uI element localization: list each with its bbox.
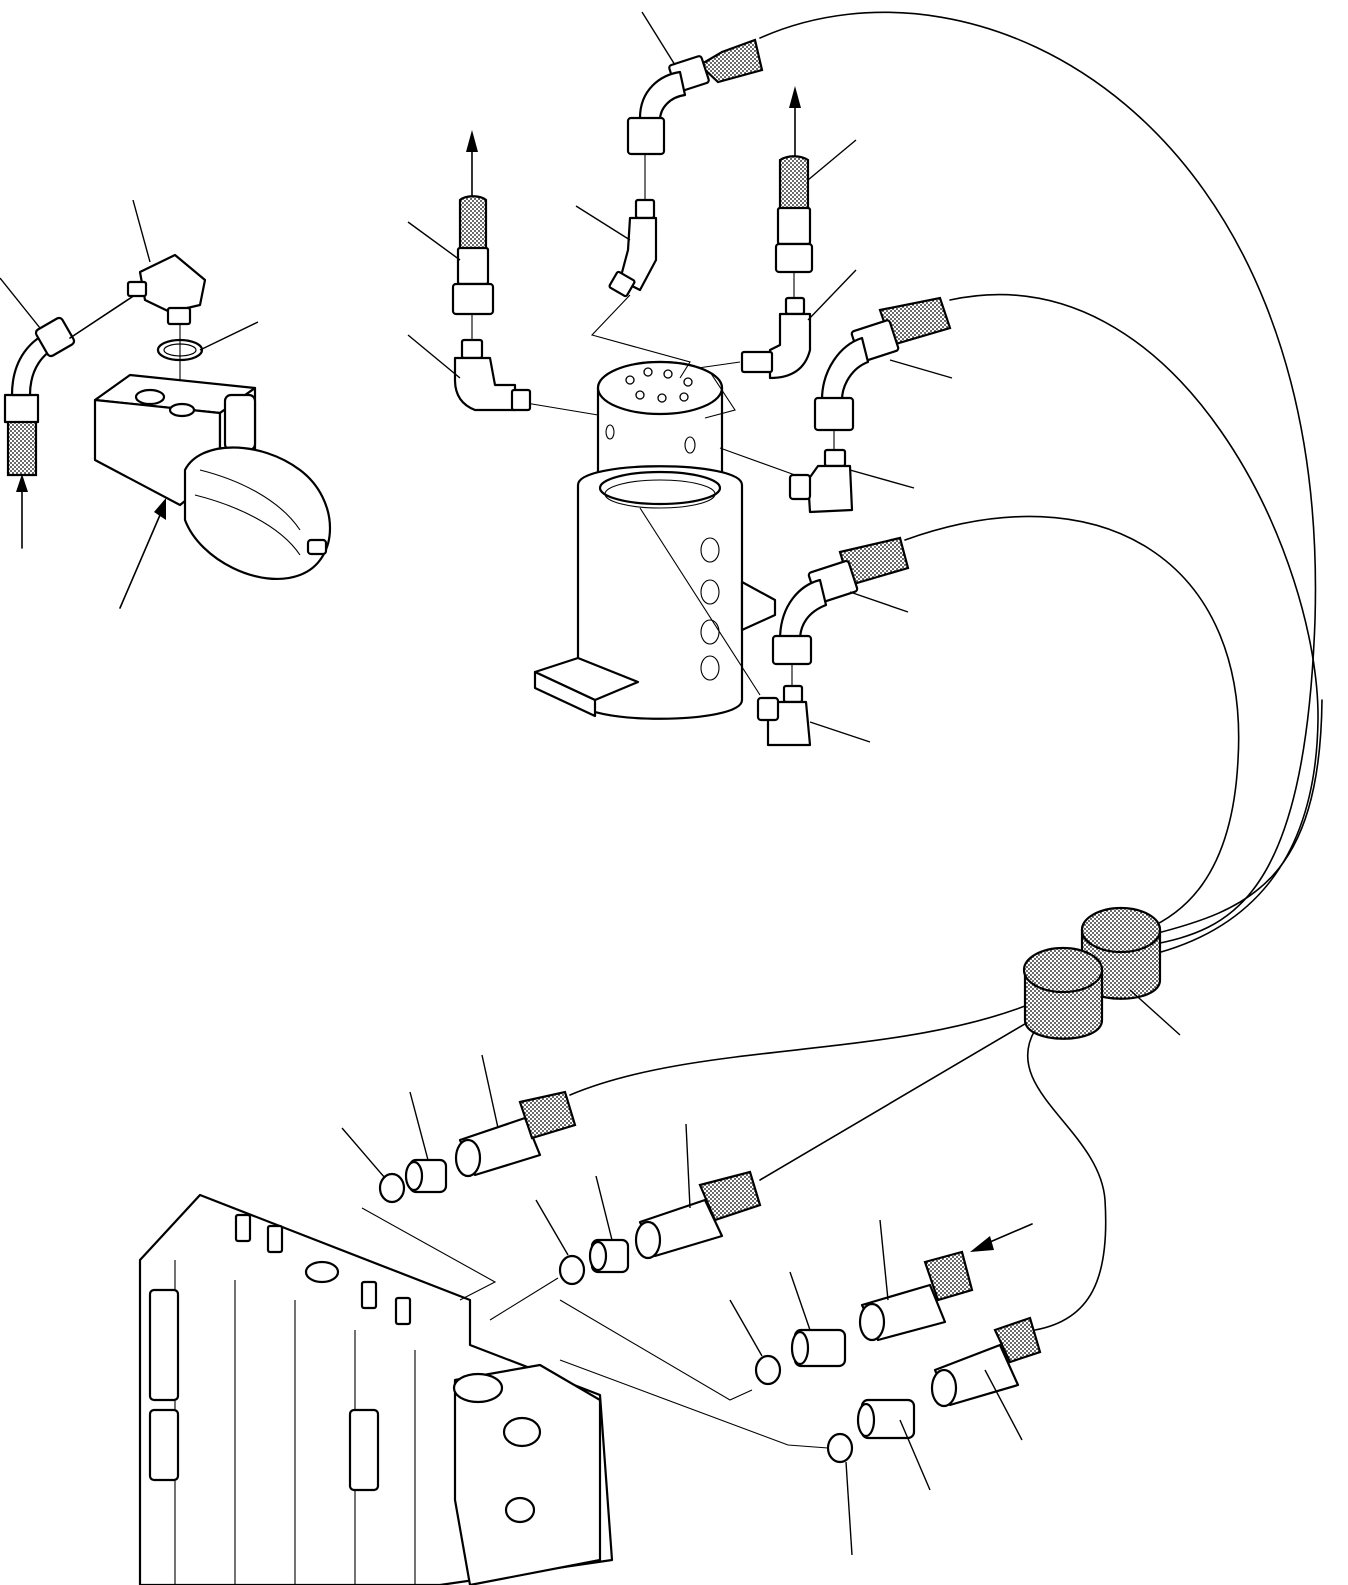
hose-routing-lines — [569, 11, 1323, 1331]
control-valve-assembly — [138, 1193, 829, 1585]
swivel-fittings — [451, 38, 952, 747]
callout-leaders — [0, 11, 1181, 1556]
accumulator-valve-assembly — [3, 253, 331, 609]
swivel-joint-assembly — [519, 294, 796, 720]
hose-bundle-clamp — [1022, 906, 1162, 1040]
hose-couplings — [378, 1090, 1042, 1464]
